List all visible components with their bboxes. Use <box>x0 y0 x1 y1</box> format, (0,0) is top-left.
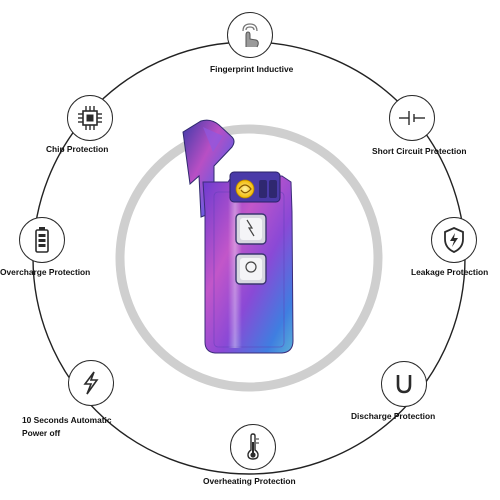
grey-ring <box>115 124 383 392</box>
lighter-illustration <box>182 119 294 354</box>
circuit-symbol-icon <box>389 95 435 141</box>
magnet-u-icon <box>381 361 427 407</box>
feature-label: Fingerprint Inductive <box>210 64 294 74</box>
battery-icon <box>19 217 65 263</box>
lightning-icon <box>68 360 114 406</box>
feature-label: Overcharge Protection <box>0 267 91 277</box>
lighter-lid <box>182 119 235 218</box>
feature-label: Chip Protection <box>46 144 109 154</box>
feature-label: 10 Seconds Automatic Power off <box>22 415 112 438</box>
chip-icon <box>67 95 113 141</box>
feature-label: Discharge Protection <box>351 411 436 421</box>
feature-label: Overheating Protection <box>203 476 296 486</box>
thermometer-icon <box>230 424 276 470</box>
shield-bolt-icon <box>431 217 477 263</box>
fingerprint-touch-icon <box>227 12 273 58</box>
heating-coil <box>235 179 255 199</box>
feature-label: Short Circuit Protection <box>372 146 467 156</box>
feature-label: Leakage Protection <box>411 267 489 277</box>
